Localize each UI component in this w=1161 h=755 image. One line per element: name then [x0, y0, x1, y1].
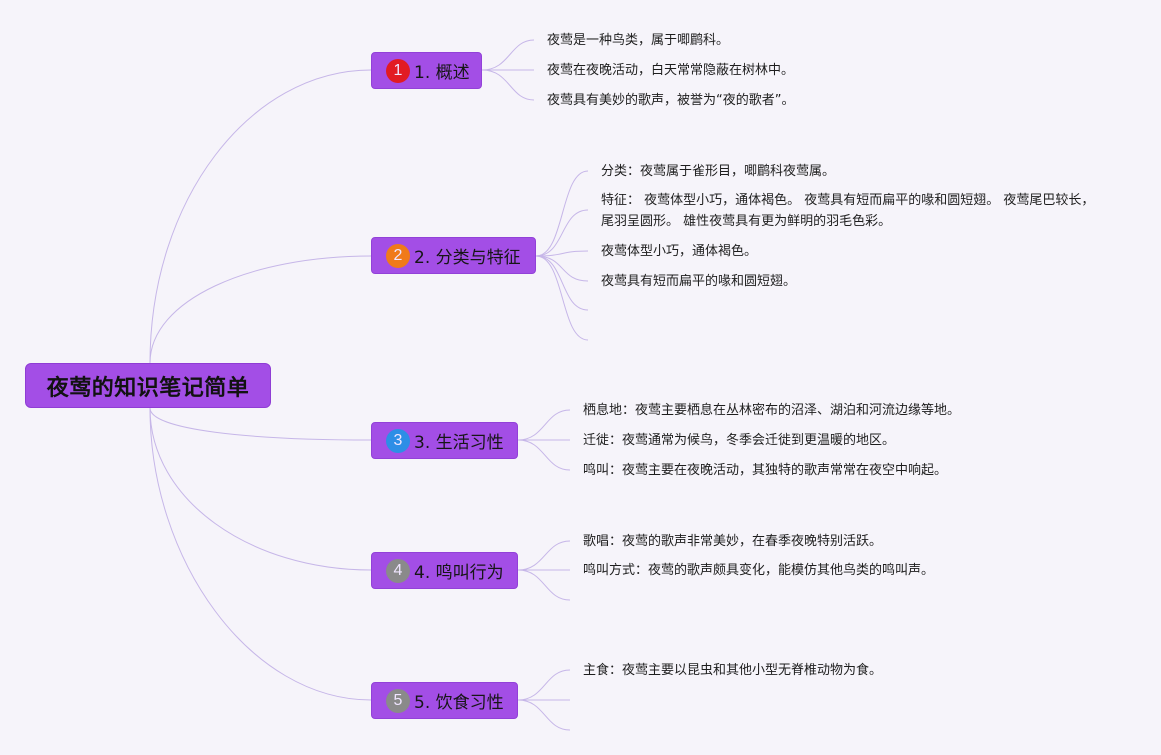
connector-b5-leaf-1	[517, 669, 571, 701]
branch-label: 2. 分类与特征	[414, 248, 521, 268]
connector-root-branch-3	[149, 407, 372, 441]
leaf-item[interactable]: 主食：夜莺主要以昆虫和其他小型无脊椎动物为食。	[583, 663, 883, 678]
number-2-icon: 2	[386, 243, 410, 268]
branch-label: 4. 鸣叫行为	[414, 563, 504, 583]
connector-b1-leaf-1	[481, 39, 535, 71]
number-1-icon: 1	[386, 58, 410, 83]
connector-root-branch-1	[149, 69, 372, 364]
leaf-item[interactable]: 夜莺在夜晚活动，白天常常隐蔽在树林中。	[547, 63, 795, 78]
branch-node-3[interactable]: 3 3. 生活习性	[371, 422, 518, 459]
connector-b5-leaf-3	[517, 699, 571, 731]
branch-node-1[interactable]: 1 1. 概述	[371, 52, 482, 89]
branch-node-2[interactable]: 2 2. 分类与特征	[371, 237, 536, 274]
root-title: 夜莺的知识笔记简单	[46, 375, 250, 401]
connector-b2-leaf-2	[535, 209, 589, 257]
connector-b2-leaf-6	[535, 255, 589, 341]
leaf-item[interactable]: 迁徙：夜莺通常为候鸟，冬季会迁徙到更温暖的地区。	[583, 433, 896, 448]
connector-b3-leaf-1	[517, 409, 571, 441]
branch-label: 5. 饮食习性	[414, 693, 504, 713]
number-4-icon: 4	[386, 558, 410, 583]
connector-root-branch-5	[149, 407, 372, 701]
connector-b2-leaf-4	[535, 255, 589, 282]
root-node[interactable]: 夜莺的知识笔记简单	[25, 363, 271, 408]
connector-b2-leaf-1	[535, 170, 589, 257]
number-5-icon: 5	[386, 688, 410, 713]
leaf-item[interactable]: 栖息地：夜莺主要栖息在丛林密布的沼泽、湖泊和河流边缘等地。	[583, 403, 961, 418]
branch-node-5[interactable]: 5 5. 饮食习性	[371, 682, 518, 719]
leaf-item[interactable]: 分类：夜莺属于雀形目，唧鹛科夜莺属。	[601, 164, 836, 179]
leaf-item[interactable]: 夜莺是一种鸟类，属于唧鹛科。	[547, 33, 730, 48]
connector-b2-leaf-5	[535, 255, 589, 311]
leaf-item[interactable]: 夜莺具有美妙的歌声，被誉为“夜的歌者”。	[547, 93, 795, 108]
branch-label: 1. 概述	[414, 63, 470, 83]
leaf-item[interactable]: 鸣叫：夜莺主要在夜晚活动，其独特的歌声常常在夜空中响起。	[583, 463, 948, 478]
connector-b2-leaf-3	[535, 250, 589, 257]
leaf-item[interactable]: 夜莺体型小巧，通体褐色。	[601, 244, 758, 259]
connector-b4-leaf-1	[517, 540, 571, 571]
leaf-item[interactable]: 夜莺具有短而扁平的喙和圆短翅。	[601, 274, 797, 289]
connector-root-branch-2	[149, 255, 372, 364]
connector-root-branch-4	[149, 407, 372, 571]
number-3-icon: 3	[386, 428, 410, 453]
connector-b4-leaf-3	[517, 569, 571, 601]
branch-label: 3. 生活习性	[414, 433, 504, 453]
connector-b3-leaf-3	[517, 439, 571, 471]
leaf-item[interactable]: 特征： 夜莺体型小巧，通体褐色。 夜莺具有短而扁平的喙和圆短翅。 夜莺尾巴较长，…	[601, 193, 1095, 229]
leaf-item[interactable]: 鸣叫方式：夜莺的歌声颇具变化，能模仿其他鸟类的鸣叫声。	[583, 563, 935, 578]
branch-node-4[interactable]: 4 4. 鸣叫行为	[371, 552, 518, 589]
connector-b1-leaf-3	[481, 69, 535, 101]
leaf-item[interactable]: 歌唱：夜莺的歌声非常美妙，在春季夜晚特别活跃。	[583, 534, 883, 549]
